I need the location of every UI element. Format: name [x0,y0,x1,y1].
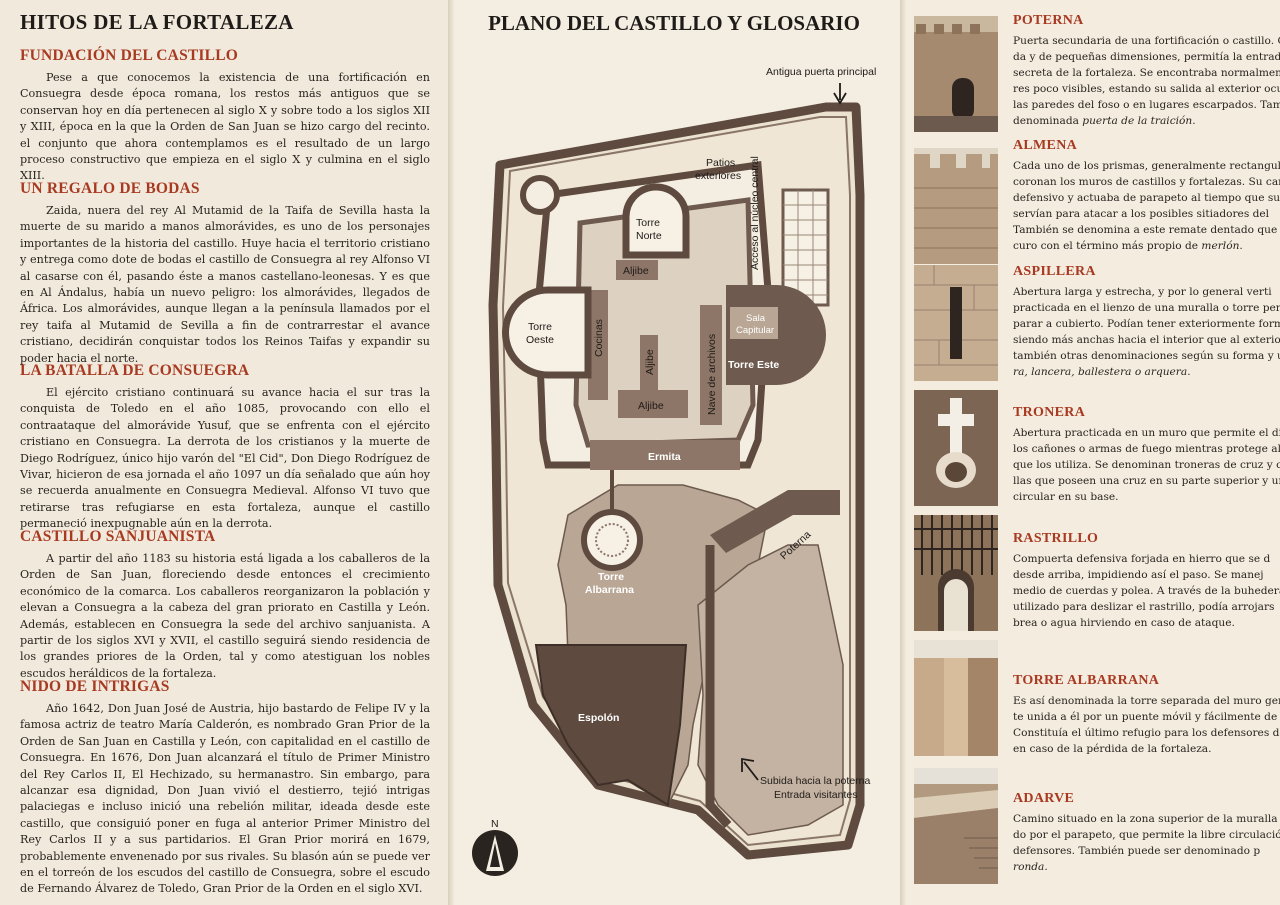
poterna-wall [710,490,840,553]
label-aljibe-top: Aljibe [623,265,649,277]
glossary-heading: RASTRILLO [1013,531,1099,546]
label-espolon: Espolón [578,712,619,724]
glossary-heading: POTERNA [1013,13,1084,28]
glossary-aspillera: ASPILLERA Abertura larga y estrecha, y p… [1013,264,1280,380]
section-text: El ejército cristiano continuará su avan… [20,386,430,531]
arrow-subida [741,757,759,781]
glossary-heading: ADARVE [1013,791,1075,806]
section-intrigas: NIDO DE INTRIGAS Año 1642, Don Juan José… [20,678,430,898]
label-patios: Patios [706,157,735,169]
section-heading: LA BATALLA DE CONSUEGRA [20,362,250,379]
label-aljibe-v: Aljibe [644,349,656,375]
glossary-poterna: POTERNA Puerta secundaria de una fortifi… [1013,13,1280,129]
adarve-photo [914,768,998,884]
glossary-torre-albarrana: TORRE ALBARRANA Es así denominada la tor… [1013,673,1280,757]
glossary-adarve: ADARVE Camino situado en la zona superio… [1013,791,1280,875]
label-sala-capitular-2: Capitular [736,325,774,336]
aspillera-photo [914,265,998,381]
castle-plan: Antigua puerta principal Patios exterior… [472,66,876,876]
sala-capitular [730,307,778,339]
arrow-antigua-puerta [833,83,847,105]
label-ermita: Ermita [648,451,681,463]
glossary-rastrillo: RASTRILLO Compuerta defensiva forjada en… [1013,531,1280,631]
label-aljibe-low: Aljibe [638,400,664,412]
fold-shadow [448,0,454,905]
label-sala-capitular: Sala [746,313,766,324]
aljibe-v-room [640,335,658,390]
glossary-text: Compuerta defensiva forjada en hierro qu… [1013,553,1280,629]
espolon-zone [534,644,688,807]
history-panel: HITOS DE LA FORTALEZA FUNDACIÓN DEL CAST… [0,0,448,905]
label-torre-este: Torre Este [728,359,779,371]
section-heading: NIDO DE INTRIGAS [20,678,170,695]
glossary-almena: ALMENA Cada uno de los prismas, generalm… [1013,138,1280,254]
label-torre-norte: Torre [636,217,660,229]
glossary-text: Es así denominada la torre separada del … [1013,695,1280,755]
rock-terrain-east [697,544,844,836]
fold-shadow [900,0,906,905]
label-torre-oeste: Torre [528,321,552,333]
torre-norte [622,183,690,259]
glossary-text: Abertura larga y estrecha, y por lo gene… [1013,286,1280,378]
label-patios-2: exteriores [695,170,741,182]
cocinas-room [588,290,608,400]
history-title: HITOS DE LA FORTALEZA [20,10,294,34]
glossary-text: Puerta secundaria de una fortificación o… [1013,35,1280,127]
label-nave-archivos: Nave de archivos [706,334,718,415]
section-text: Año 1642, Don Juan José de Austria, hijo… [20,702,430,896]
section-text: Pese a que conocemos la existencia de un… [20,71,430,183]
section-heading: UN REGALO DE BODAS [20,180,200,197]
glossary-heading: ASPILLERA [1013,264,1096,279]
section-heading: FUNDACIÓN DEL CASTILLO [20,47,238,64]
label-torre-oeste-2: Oeste [526,334,554,346]
access-stairs [781,188,830,307]
glossary-panel: POTERNA Puerta secundaria de una fortifi… [900,0,1280,905]
plan-title: PLANO DEL CASTILLO Y GLOSARIO [488,11,860,35]
label-cocinas: Cocinas [593,319,605,357]
tronera-photo [914,390,998,506]
section-text: A partir del año 1183 su historia está l… [20,552,430,680]
glossary-heading: TRONERA [1013,405,1086,420]
label-torre-albarrana: Torre [598,571,624,583]
label-antigua-puerta: Antigua puerta principal [766,66,876,78]
label-subida-2: Entrada visitantes [774,789,857,801]
aljibe-top-room [616,260,658,280]
label-torre-albarrana-2: Albarrana [585,584,634,596]
torre-albarrana [581,509,643,571]
ermita-room [590,440,740,470]
glossary-tronera: TRONERA Abertura practicada en un muro q… [1013,405,1280,505]
glossary-heading: TORRE ALBARRANA [1013,673,1160,688]
nave-room [700,305,722,425]
section-heading: CASTILLO SANJUANISTA [20,528,216,545]
nw-turret [520,175,560,215]
torre-oeste [502,286,592,379]
glossary-text: Cada uno de los prismas, generalmente re… [1013,160,1280,252]
compass-label: N [491,818,499,830]
section-regalo-bodas: UN REGALO DE BODAS Zaida, nuera del rey … [20,180,430,367]
label-subida: Subida hacia la poterna [760,775,870,787]
almena-photo [914,148,998,264]
poterna-path [705,545,732,829]
section-batalla: LA BATALLA DE CONSUEGRA El ejército cris… [20,362,430,533]
glossary-text: Camino situado en la zona superior de la… [1013,813,1280,873]
section-text: Zaida, nuera del rey Al Mutamid de la Ta… [20,204,430,365]
glossary-text: Abertura practicada en un muro que permi… [1013,427,1280,503]
label-acceso: Acceso al núcleo central [749,156,761,270]
label-torre-norte-2: Norte [636,230,662,242]
north-compass-icon [472,830,518,876]
section-sanjuanista: CASTILLO SANJUANISTA A partir del año 11… [20,528,430,682]
poterna-photo [914,16,998,132]
glossary-heading: ALMENA [1013,138,1078,153]
section-fundacion: FUNDACIÓN DEL CASTILLO Pese a que conoce… [20,47,430,185]
castle-plan-panel: PLANO DEL CASTILLO Y GLOSARIO [448,0,900,905]
aljibe-low-room [618,390,688,418]
rastrillo-photo [914,515,998,631]
torre-albarrana-photo [914,640,998,756]
